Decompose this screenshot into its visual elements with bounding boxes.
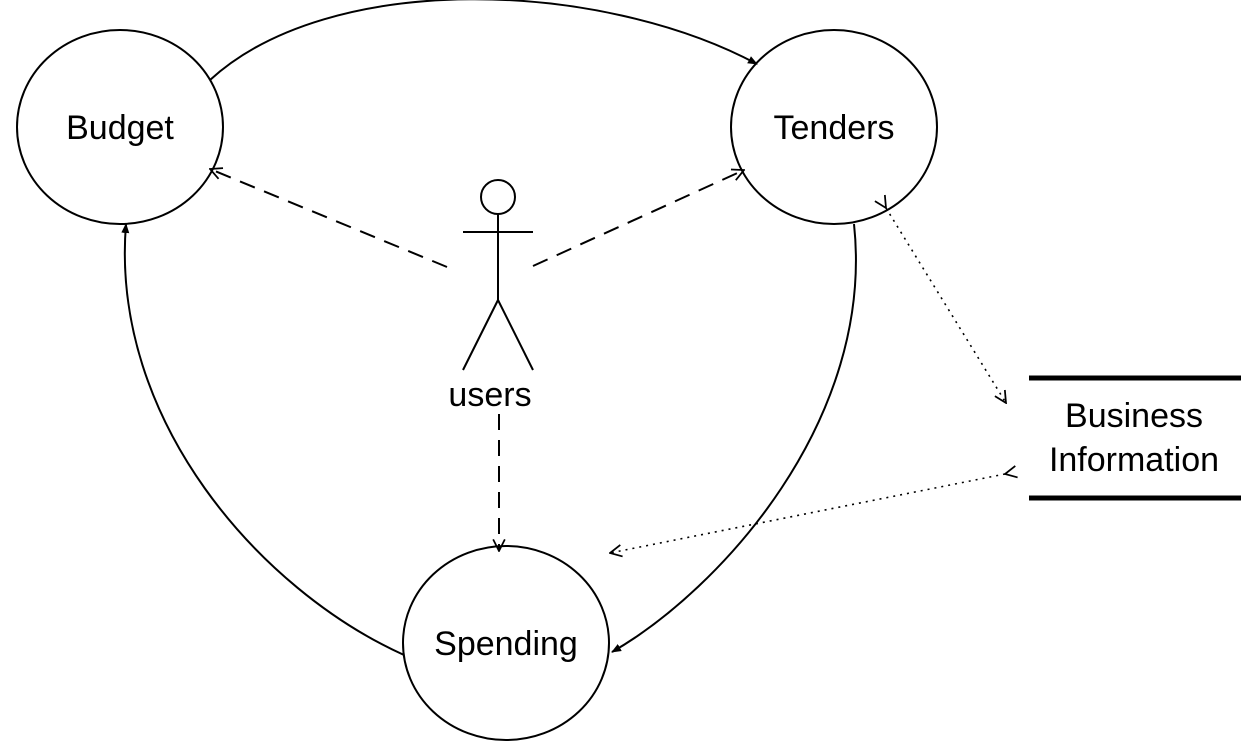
spending-node (402, 545, 610, 741)
spending-label: Spending (434, 625, 578, 663)
edge-tenders-to-spending (611, 223, 857, 653)
budget-node (16, 29, 224, 225)
edge-users-to-budget (210, 169, 448, 268)
datastore-label-line2: Information (1049, 441, 1219, 479)
tenders-label: Tenders (774, 109, 895, 147)
tenders-node (730, 29, 938, 225)
edge-datastore-spending (610, 474, 1005, 553)
business-information-datastore (1029, 375, 1241, 501)
edge-spending-to-budget (121, 223, 405, 656)
edge-budget-to-tenders (209, 0, 758, 81)
edge-datastore-tenders (886, 208, 1006, 403)
user-actor-icon (462, 179, 534, 371)
datastore-label-line1: Business (1065, 397, 1203, 435)
edge-users-to-tenders (532, 170, 744, 267)
actor-label: users (448, 376, 531, 414)
budget-label: Budget (66, 109, 174, 147)
